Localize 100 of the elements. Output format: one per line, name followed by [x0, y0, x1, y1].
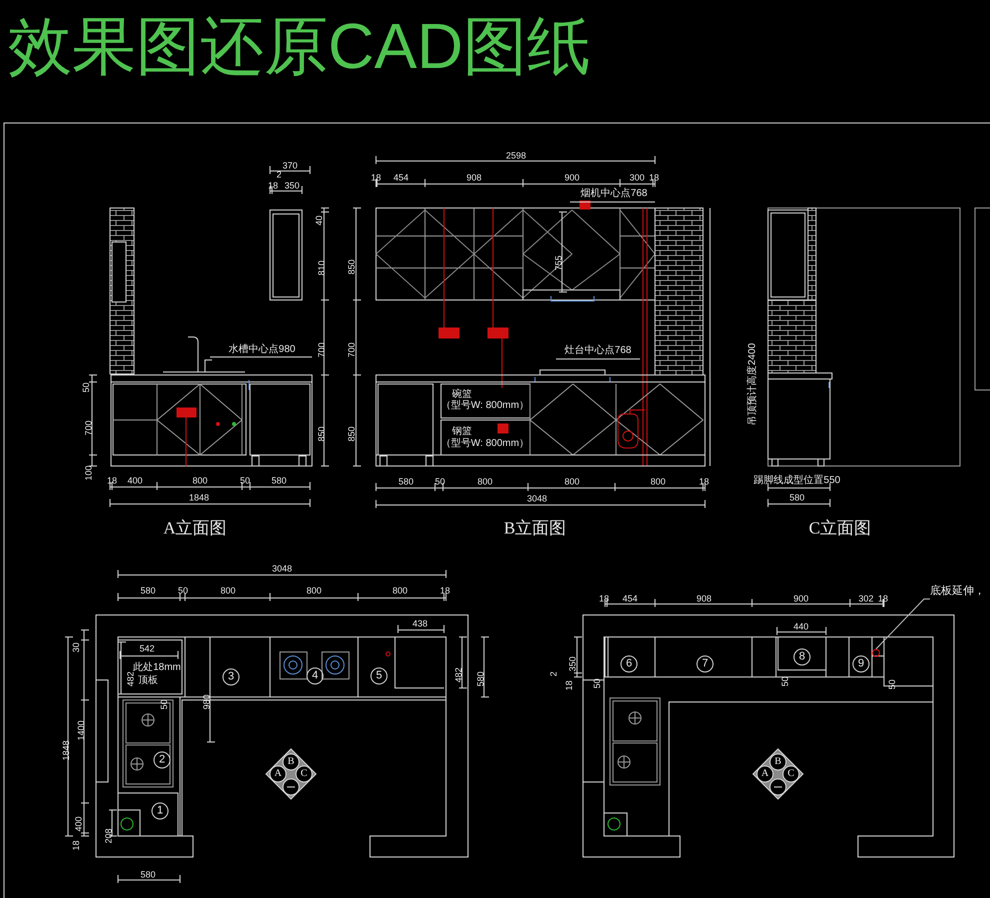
dimension-value: 980: [202, 694, 212, 710]
dimension-value: 208: [104, 828, 114, 844]
dimension-value: 2: [276, 170, 282, 180]
dimension-value: 400: [127, 476, 143, 486]
dimension-value: 1848: [188, 494, 210, 502]
dimension-value: 908: [696, 594, 712, 604]
dimension-value: 2: [550, 672, 558, 677]
dimension-value: 800: [477, 478, 493, 486]
dimension-value: 18: [649, 174, 659, 182]
dimension-value: 580: [140, 870, 156, 880]
dimension-value: 438: [412, 620, 428, 628]
view-title: C立面图: [808, 520, 872, 536]
dimension-value: 850: [348, 260, 357, 275]
annotation-text: 此处18mm: [133, 663, 181, 673]
annotation-text: 钢篮: [452, 427, 472, 437]
callout-number: 8: [794, 648, 810, 666]
dimension-value: 800: [192, 476, 208, 486]
dimension-value: 3048: [526, 494, 548, 504]
dimension-value: 700: [348, 342, 357, 358]
dimension-value: 370: [282, 162, 298, 170]
dimension-value: 302: [858, 594, 874, 604]
dimension-value: 580: [140, 586, 156, 596]
callout-number: 4: [306, 668, 324, 684]
annotation-text: 碗篮: [452, 390, 472, 400]
dimension-value: 18: [268, 182, 278, 190]
annotation-text: 吊顶预计高度2400: [748, 343, 758, 426]
annotation-text: 水槽中心点980: [228, 345, 296, 355]
dimension-value: 800: [650, 478, 666, 486]
dimension-value: 18: [599, 594, 609, 604]
dimension-value: 1400: [77, 720, 86, 741]
dimension-value: 18: [878, 594, 888, 604]
dimension-value: 18: [565, 680, 574, 691]
compass-letter: B: [774, 757, 782, 767]
view-title: B立面图: [504, 520, 566, 536]
annotation-text: 灶台中心点768: [564, 346, 632, 356]
dimension-value: 700: [84, 420, 94, 436]
dimension-value: 18: [107, 476, 117, 486]
dimension-value: 50: [178, 586, 188, 596]
callout-number: 9: [852, 656, 870, 672]
dimension-value: 580: [789, 494, 805, 502]
dimension-value: 350: [284, 182, 300, 190]
dimension-value: 18: [440, 586, 450, 596]
dimension-value: 30: [72, 642, 81, 653]
dimension-value: 18: [371, 174, 381, 182]
dimension-value: 100: [84, 466, 94, 481]
page-title: 效果图还原CAD图纸: [8, 14, 592, 78]
dimension-value: 810: [318, 260, 327, 276]
compass-letter: B: [288, 757, 294, 767]
compass-letter: C: [788, 769, 794, 779]
compass-letter: A: [274, 769, 282, 779]
dimension-value: 440: [793, 622, 809, 632]
dimension-value: 454: [393, 174, 409, 182]
dimension-value: 454: [622, 594, 638, 604]
dimension-value: 18: [72, 840, 81, 851]
callout-number: 7: [696, 656, 714, 672]
dimension-value: 400: [74, 816, 84, 832]
dimension-value: 50: [435, 478, 445, 486]
callout-number: 6: [620, 656, 638, 672]
compass-letter: C: [300, 769, 308, 779]
callout-number: 1: [152, 802, 168, 820]
dimension-value: 50: [160, 700, 169, 710]
dimension-value: 908: [466, 174, 482, 182]
callout-number: 3: [222, 668, 240, 686]
dimension-value: 50: [593, 678, 602, 689]
annotation-text: （型号W: 800mm）: [440, 401, 530, 411]
dimension-value: 2598: [506, 152, 526, 160]
dimension-value: 482: [454, 668, 464, 683]
dimension-value: 50: [888, 680, 897, 690]
dimension-value: 50: [781, 676, 790, 687]
annotation-text: （型号W: 800mm）: [440, 439, 530, 449]
dimension-value: 1848: [62, 740, 72, 761]
dimension-value: 755: [554, 256, 564, 271]
dimension-value: 18: [699, 478, 709, 486]
dimension-value: 900: [793, 594, 809, 604]
dimension-value: 580: [398, 478, 414, 486]
callout-number: 2: [154, 752, 170, 768]
callout-number: 5: [370, 668, 388, 684]
dimension-value: 800: [392, 586, 408, 596]
dimension-value: 800: [564, 478, 580, 486]
dimension-value: 580: [271, 476, 287, 486]
dimension-value: 50: [82, 382, 91, 393]
dimension-value: 300: [629, 174, 645, 182]
dimension-value: 850: [348, 426, 357, 442]
dimension-value: 580: [476, 672, 486, 687]
dimension-value: 900: [564, 174, 580, 182]
dimension-value: 800: [220, 586, 236, 596]
view-title: A立面图: [163, 520, 227, 536]
dimension-value: 350: [568, 656, 578, 672]
annotation-text: 底板延伸，: [930, 586, 985, 597]
dimension-value: 700: [318, 342, 327, 358]
dimension-value: 3048: [272, 564, 292, 574]
dimension-value: 50: [240, 476, 250, 486]
compass-letter: A: [761, 769, 769, 779]
annotation-text: 顶板: [138, 676, 158, 686]
annotation-text: 踢脚线成型位置550: [754, 476, 840, 486]
dimension-value: 800: [306, 586, 322, 596]
dimension-value: 542: [139, 644, 155, 654]
dimension-value: 482: [126, 672, 136, 687]
dimension-value: 850: [318, 426, 327, 442]
annotation-text: 烟机中心点768: [580, 189, 648, 199]
